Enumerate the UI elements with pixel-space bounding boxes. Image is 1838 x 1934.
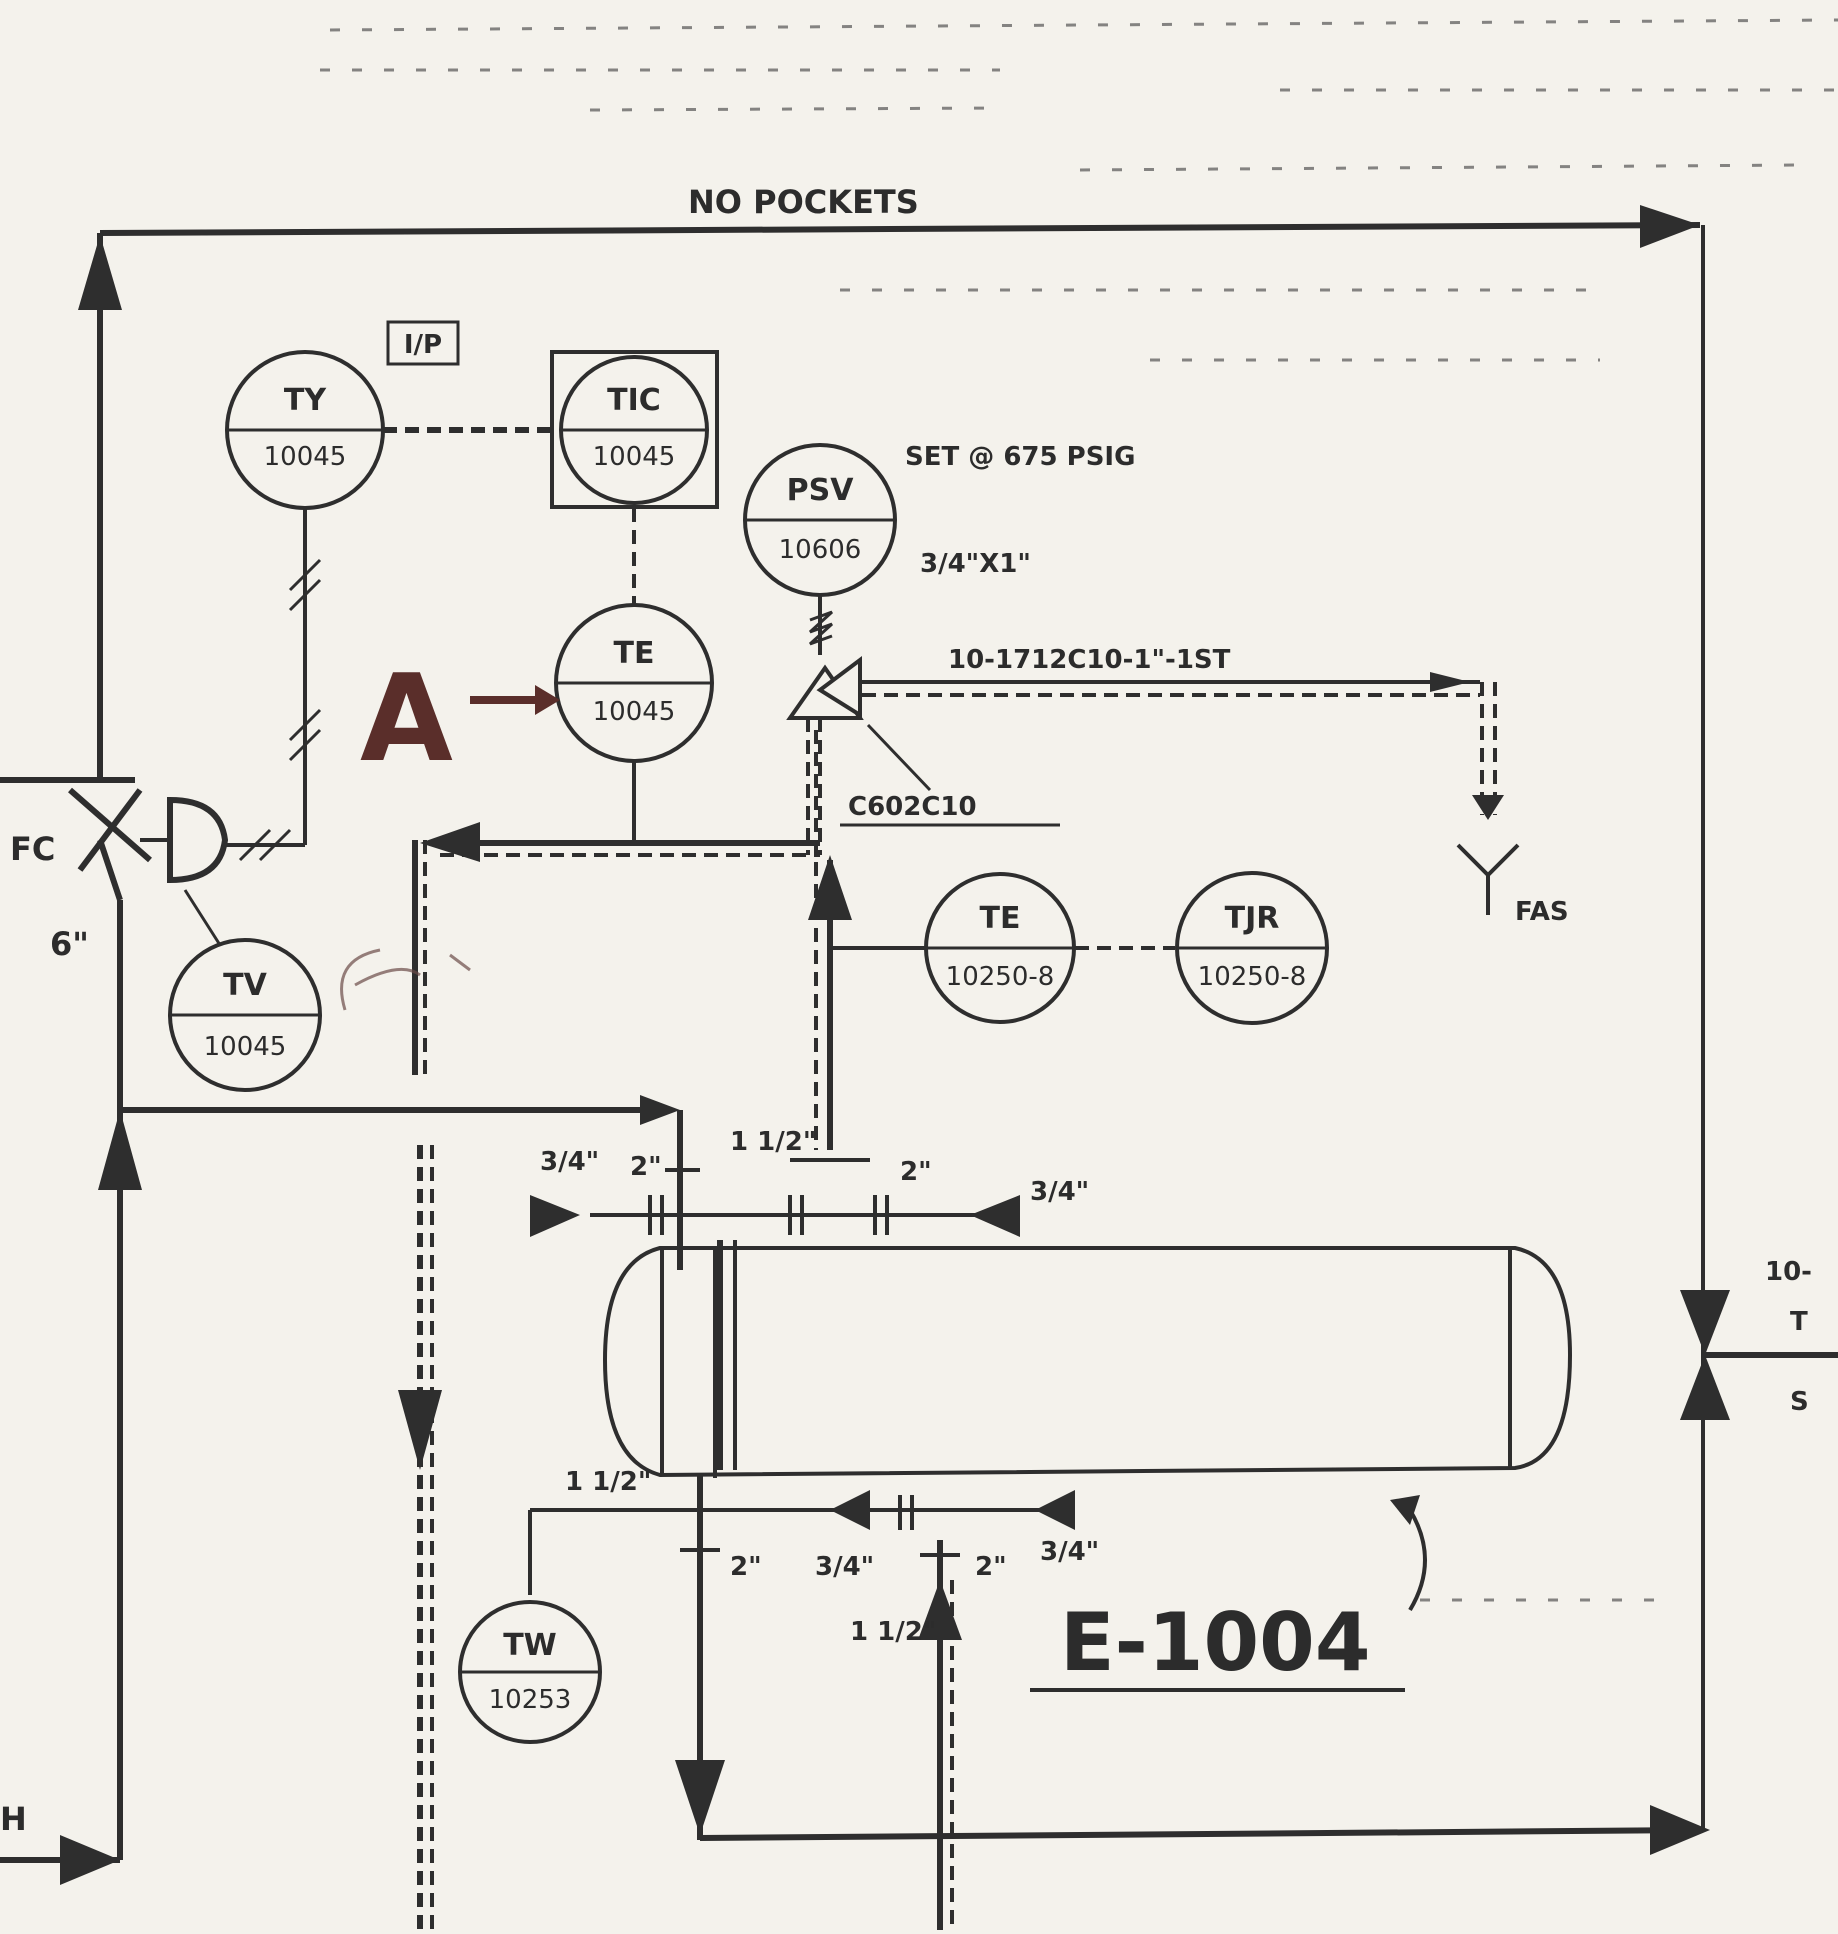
- size-2-bottom-right: 2": [975, 1552, 1007, 1582]
- svg-text:TY: TY: [284, 383, 327, 418]
- svg-text:I/P: I/P: [404, 330, 442, 360]
- valve-size-label: 6": [50, 925, 89, 963]
- instrument-te-10250-8[interactable]: TE 10250-8: [924, 872, 1076, 1024]
- signal-ty-tv: [183, 500, 322, 946]
- svg-text:TE: TE: [980, 901, 1021, 936]
- size-3-4-bottom-right: 3/4": [1040, 1537, 1099, 1567]
- size-1-5-bottom-left: 1 1/2": [565, 1467, 651, 1497]
- svg-text:A: A: [360, 650, 453, 789]
- return-line-dashed: [398, 1145, 442, 1930]
- instrument-ty-10045[interactable]: TY 10045: [225, 350, 385, 510]
- svg-text:TIC: TIC: [607, 383, 661, 418]
- instrument-tw-10253[interactable]: TW 10253: [458, 1600, 602, 1744]
- markup-annotation-a: A: [360, 650, 560, 789]
- right-edge-label-s: S: [1790, 1387, 1809, 1417]
- psv-set-pressure: SET @ 675 PSIG: [905, 442, 1135, 472]
- vessel-e-1004[interactable]: [602, 1246, 1573, 1478]
- size-2-bottom-left: 2": [730, 1552, 762, 1582]
- outlet-nozzle-line: [808, 730, 852, 1150]
- relief-line-to-fas: [862, 672, 1520, 915]
- converter-ip-box: I/P: [386, 320, 460, 366]
- markup-scribble: [340, 948, 471, 1011]
- svg-text:10045: 10045: [593, 697, 676, 727]
- control-valve-fc[interactable]: [68, 787, 229, 884]
- piping-spec: C602C10: [848, 792, 977, 822]
- svg-text:TW: TW: [503, 1628, 557, 1663]
- no-pockets-note: NO POCKETS: [688, 183, 919, 221]
- instrument-tjr-10250-8[interactable]: TJR 10250-8: [1175, 871, 1329, 1025]
- instrument-psv-10606[interactable]: PSV 10606: [743, 443, 897, 597]
- size-3-4-top-right: 3/4": [1030, 1177, 1089, 1207]
- psv-spring-valve[interactable]: [786, 596, 864, 855]
- valve-fc-label: FC: [10, 830, 55, 868]
- fas-label: FAS: [1515, 897, 1569, 927]
- svg-text:TE: TE: [614, 636, 655, 671]
- size-2-top-right: 2": [900, 1157, 932, 1187]
- svg-text:TV: TV: [223, 968, 267, 1003]
- size-3-4-top-left: 3/4": [540, 1147, 599, 1177]
- instrument-tv-10045[interactable]: TV 10045: [168, 938, 322, 1092]
- instrument-tic-10045[interactable]: TIC 10045: [550, 350, 719, 509]
- svg-text:PSV: PSV: [787, 473, 855, 508]
- top-process-line: [78, 205, 1705, 1830]
- left-edge-label: H: [0, 1800, 27, 1838]
- svg-text:10250-8: 10250-8: [1198, 962, 1307, 992]
- svg-text:10606: 10606: [779, 535, 862, 565]
- size-1-5-bottom: 1 1/2": [850, 1617, 936, 1647]
- size-3-4-bottom-mid: 3/4": [815, 1552, 874, 1582]
- bottom-nozzle-piping: [528, 1475, 1710, 1930]
- right-edge-line-label: 10-: [1765, 1257, 1812, 1287]
- size-1-5-top: 1 1/2": [730, 1127, 816, 1157]
- up-arrow-top-left: [78, 235, 122, 310]
- size-2-top-left: 2": [630, 1152, 662, 1182]
- left-process-lines: [0, 777, 680, 1885]
- relief-line-number: 10-1712C10-1"-1ST: [948, 645, 1231, 675]
- header-outlet-line: [412, 822, 820, 1075]
- svg-text:10250-8: 10250-8: [946, 962, 1055, 992]
- svg-text:TJR: TJR: [1225, 901, 1280, 936]
- svg-text:10045: 10045: [264, 442, 347, 472]
- instrument-te-10045[interactable]: TE 10045: [554, 603, 714, 763]
- spec-leader: [866, 723, 932, 792]
- svg-text:10253: 10253: [489, 1685, 572, 1715]
- psv-size: 3/4"X1": [920, 549, 1031, 579]
- top-nozzle-piping: [530, 1110, 1020, 1470]
- equipment-tag-e-1004: E-1004: [1060, 1596, 1371, 1689]
- svg-text:10045: 10045: [593, 442, 676, 472]
- svg-text:10045: 10045: [204, 1032, 287, 1062]
- right-edge-label-t: T: [1790, 1307, 1808, 1337]
- right-block-valve[interactable]: [1680, 1290, 1838, 1420]
- scan-noise: [320, 18, 1838, 1602]
- equipment-tag-leader: [1408, 1508, 1427, 1612]
